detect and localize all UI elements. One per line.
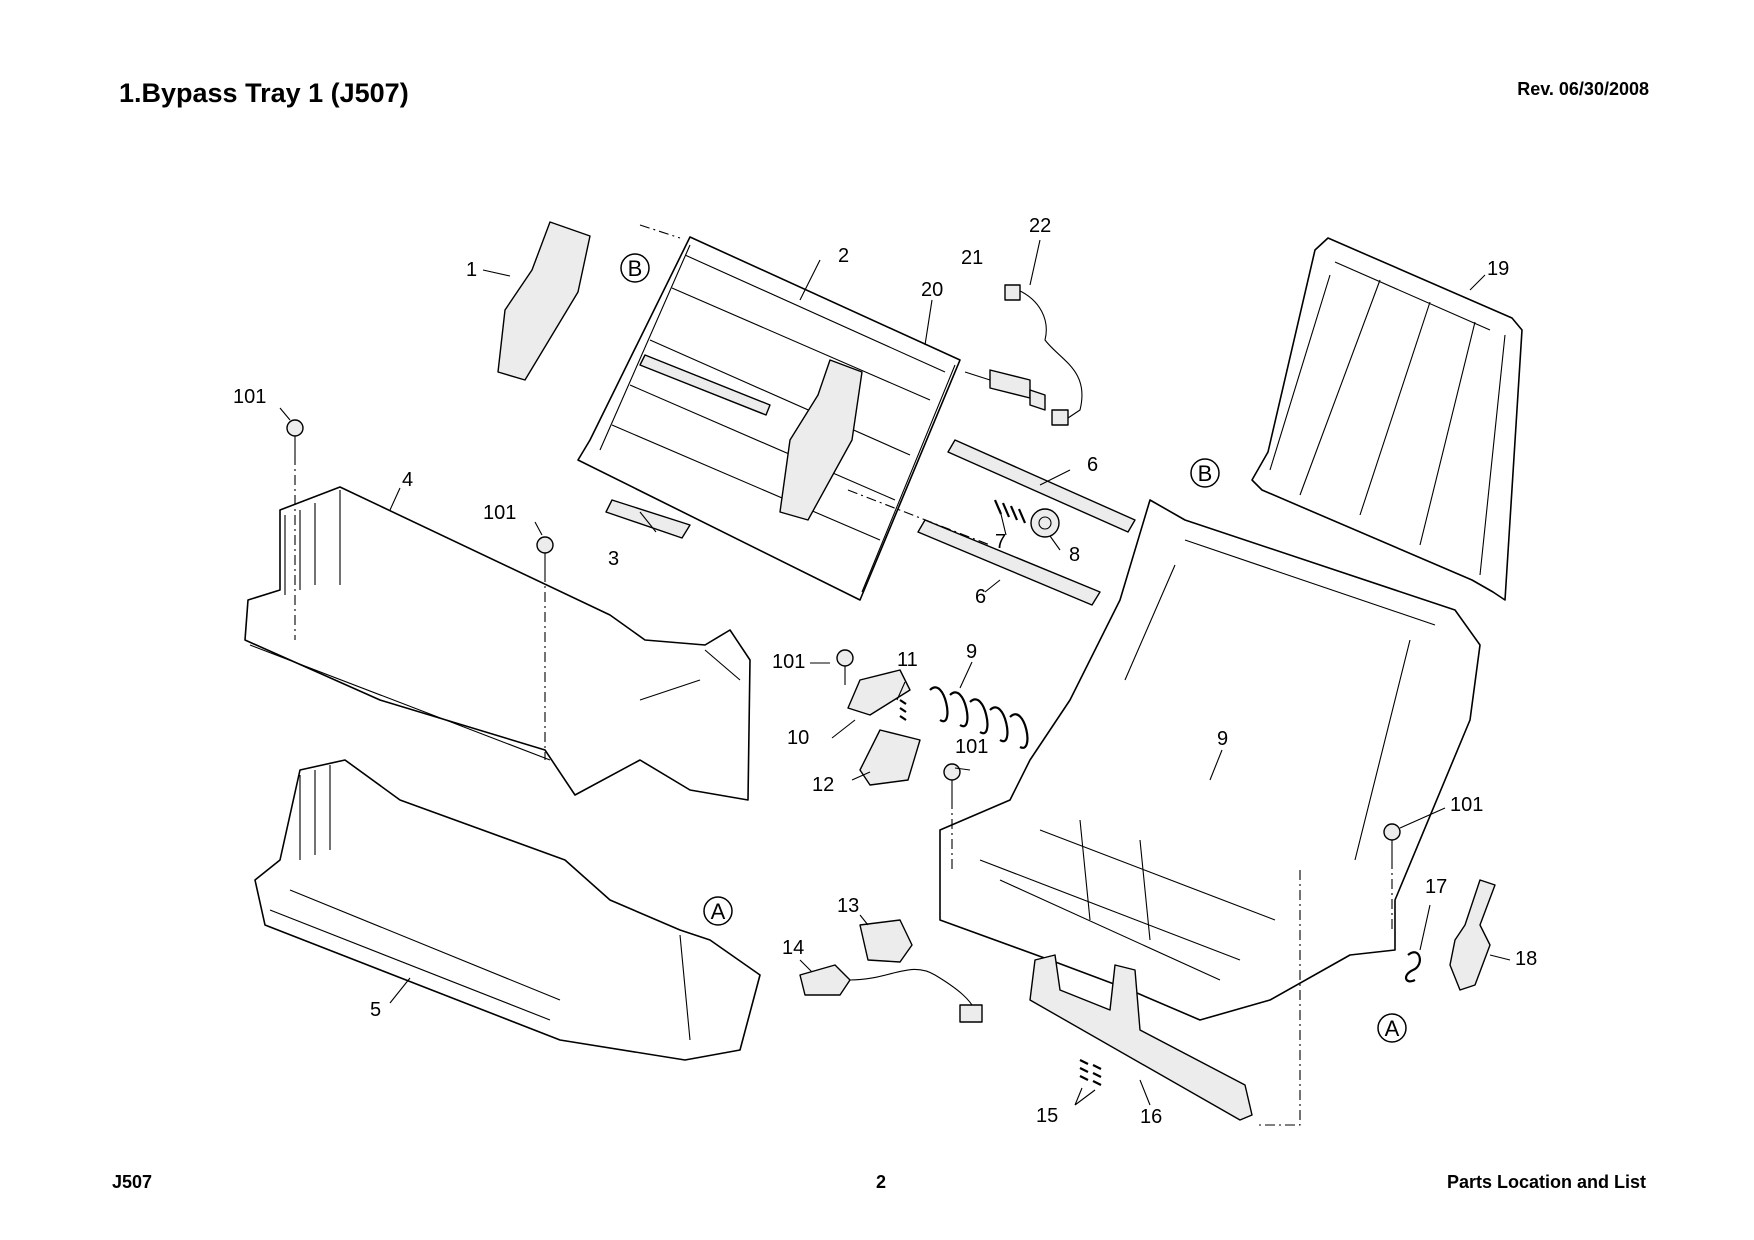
callout-101-e: 101 — [1450, 794, 1483, 816]
part-10-lever — [847, 669, 911, 716]
callout-4: 4 — [402, 469, 413, 491]
screw-101-d-icon — [943, 763, 961, 799]
footer-model: J507 — [112, 1172, 153, 1192]
svg-text:A: A — [711, 899, 726, 924]
screw-101-a-icon — [286, 419, 304, 455]
callout-9-upper: 9 — [966, 641, 977, 663]
part-6-rack-upper — [947, 439, 1136, 533]
ref-mark-b-top: B — [620, 253, 650, 283]
part-18-lever — [1449, 879, 1496, 991]
part-20-side-fence — [779, 359, 863, 521]
callout-13: 13 — [837, 895, 859, 917]
footer-section: Parts Location and List — [1446, 1172, 1646, 1192]
part-8-gear — [1030, 508, 1060, 538]
callout-7: 7 — [995, 531, 1006, 553]
callout-10: 10 — [787, 727, 809, 749]
part-16-side-guide — [1029, 954, 1253, 1121]
svg-text:A: A — [1385, 1016, 1400, 1041]
part-9-spring-upper — [929, 686, 1029, 749]
part-6-rack-lower — [917, 519, 1101, 606]
callout-16: 16 — [1140, 1106, 1162, 1128]
page-title: 1.Bypass Tray 1 (J507) — [119, 78, 409, 108]
callout-22: 22 — [1029, 215, 1051, 237]
ref-mark-b-right: B — [1190, 458, 1220, 488]
part-21-sensor — [989, 369, 1046, 411]
part-15-springs — [1079, 1059, 1102, 1086]
part-17-spring — [1405, 951, 1421, 983]
part-3-pad — [605, 499, 691, 539]
callout-9-lower: 9 — [1217, 728, 1228, 750]
part-12-holder — [859, 729, 921, 786]
part-22-harness — [1004, 284, 1083, 426]
callout-18: 18 — [1515, 948, 1537, 970]
callout-1: 1 — [466, 259, 477, 281]
callout-5: 5 — [370, 999, 381, 1021]
ref-mark-a-left: A — [703, 896, 733, 926]
part-4-upper-guide — [244, 486, 751, 801]
part-13-connector — [859, 919, 913, 963]
callout-12: 12 — [812, 774, 834, 796]
callout-2: 2 — [838, 245, 849, 267]
part-2-tray-plate — [577, 236, 961, 601]
callout-3: 3 — [608, 548, 619, 570]
callout-101-d: 101 — [955, 736, 988, 758]
callout-6-upper: 6 — [1087, 454, 1098, 476]
callout-15: 15 — [1036, 1105, 1058, 1127]
page-number: 2 — [876, 1172, 887, 1192]
part-19-cover — [1251, 237, 1523, 601]
ref-mark-a-right: A — [1377, 1013, 1407, 1043]
assembly-lines — [294, 224, 1393, 1126]
part-14-harness — [799, 964, 983, 1023]
callout-14: 14 — [782, 937, 804, 959]
callout-20: 20 — [921, 279, 943, 301]
screw-101-c-icon — [836, 649, 854, 685]
part-11-spring — [899, 699, 907, 721]
callout-101-c: 101 — [772, 651, 805, 673]
callout-11: 11 — [897, 649, 918, 671]
part-7-spring — [993, 499, 1027, 524]
callout-19: 19 — [1487, 258, 1509, 280]
main-frame — [939, 499, 1481, 1021]
callout-101-a: 101 — [233, 386, 266, 408]
callout-101-b: 101 — [483, 502, 516, 524]
part-5-lower-guide — [254, 759, 761, 1061]
screw-101-b-icon — [536, 536, 554, 572]
callout-21: 21 — [961, 247, 983, 269]
svg-text:B: B — [1198, 461, 1213, 486]
callout-6-lower: 6 — [975, 586, 986, 608]
callout-17: 17 — [1425, 876, 1447, 898]
callout-8: 8 — [1069, 544, 1080, 566]
revision-date: Rev. 06/30/2008 — [1517, 79, 1649, 99]
leader-lines — [279, 239, 1511, 1106]
screw-101-e-icon — [1383, 823, 1401, 859]
svg-text:B: B — [628, 256, 643, 281]
part-1-side-fence — [497, 221, 591, 381]
